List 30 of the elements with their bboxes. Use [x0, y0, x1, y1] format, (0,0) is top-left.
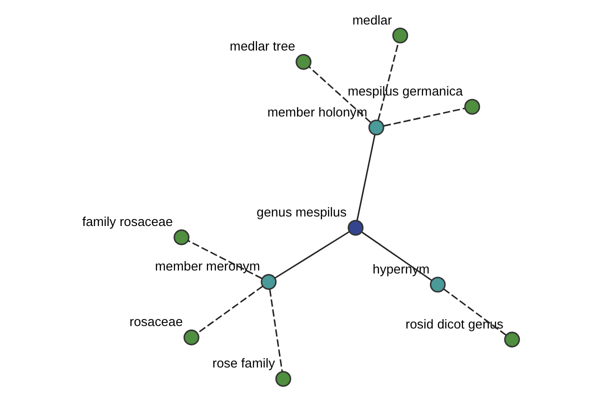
node-label: genus mespilus [256, 204, 347, 220]
node-circle [430, 276, 446, 293]
node-circle [504, 332, 520, 348]
node-circle [275, 370, 292, 387]
connector [443, 288, 506, 336]
node-circle [464, 98, 480, 115]
node-label: rosaceae [130, 314, 183, 330]
connector [269, 289, 283, 372]
connector [378, 42, 399, 120]
node-circle [368, 120, 384, 136]
connector [274, 231, 350, 279]
node-circle [174, 229, 190, 246]
connector [197, 286, 264, 334]
node-circle [348, 220, 364, 236]
node-circle [392, 28, 408, 44]
node-circle [260, 274, 277, 290]
connector [356, 134, 376, 221]
node-label: family rosaceae [82, 214, 173, 230]
connector [384, 108, 466, 127]
node-label: medlar [352, 12, 392, 28]
node-label: medlar tree [230, 38, 296, 54]
node-label: member holonym [267, 104, 368, 120]
node-label: mespilus germanica [348, 84, 463, 99]
node-label: rosid dicot genus [406, 316, 504, 332]
connector [308, 66, 372, 123]
node-circle [184, 330, 200, 346]
connector [188, 240, 262, 280]
node-label: rose family [212, 356, 275, 371]
node-label: member meronym [155, 258, 260, 274]
node-circle [296, 54, 312, 70]
